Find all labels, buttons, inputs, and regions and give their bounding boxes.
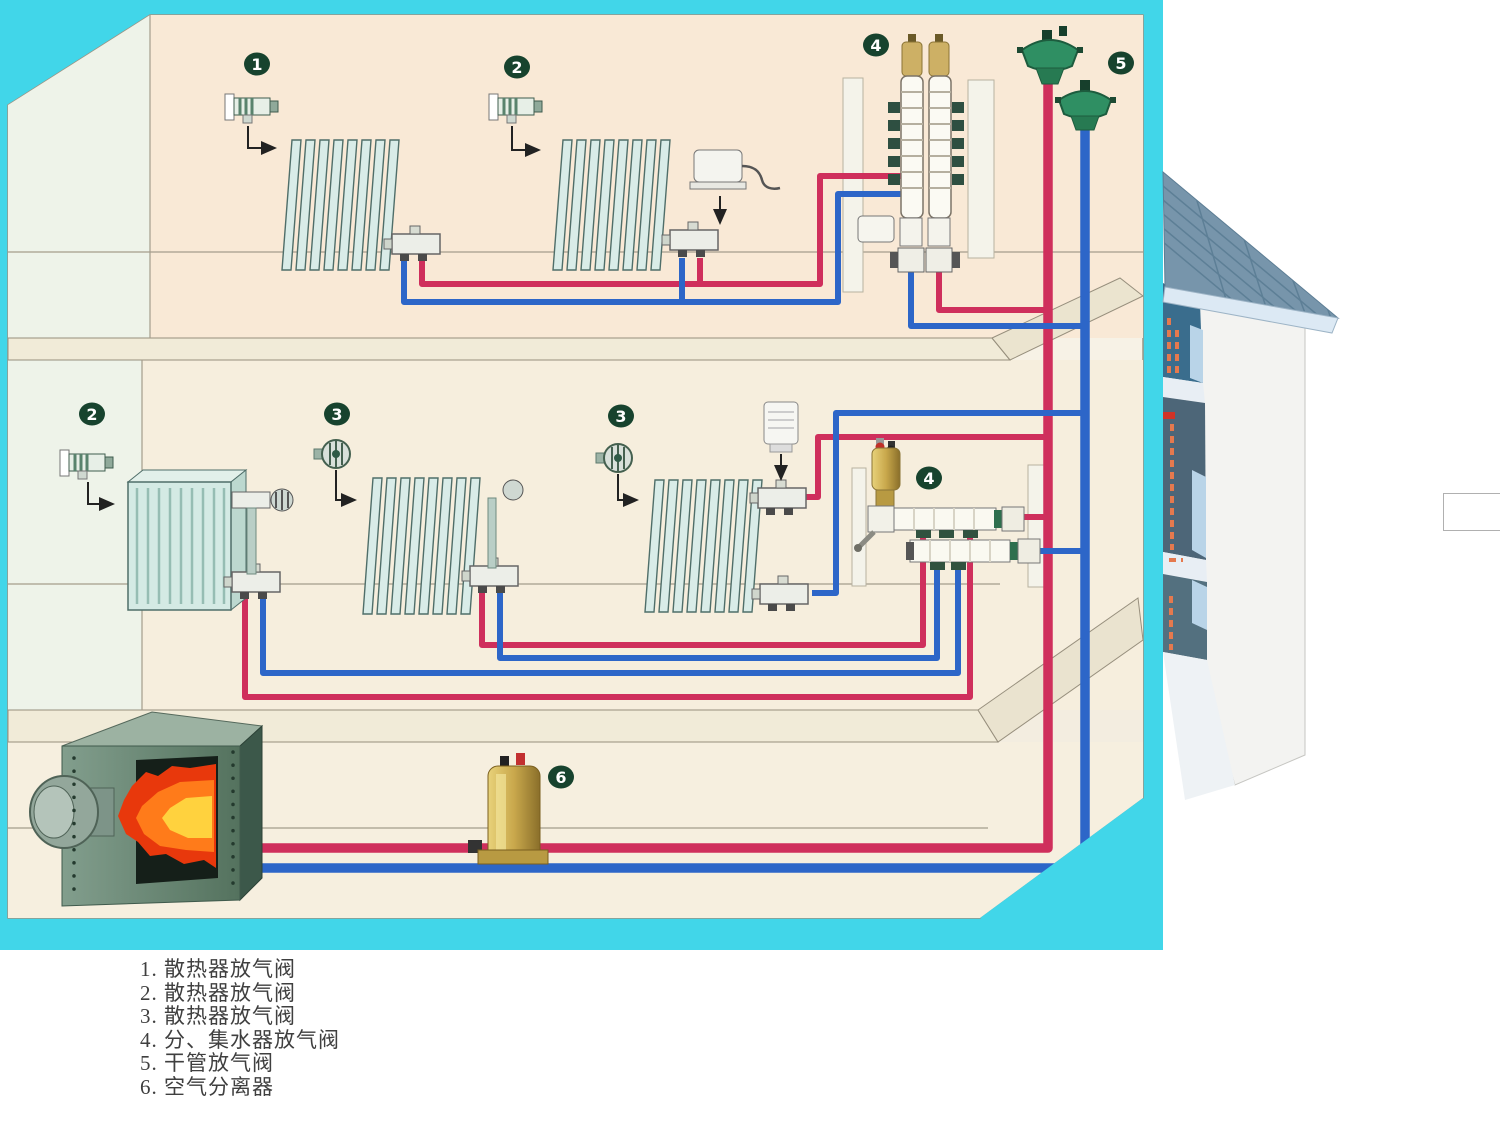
wall-niche-panel <box>842 77 864 293</box>
brass-air-vent-icon <box>901 41 923 77</box>
middle-floor-left-wall <box>8 360 142 722</box>
legend-item: 5. 干管放气阀 <box>140 1051 274 1075</box>
valve-actuator <box>689 149 781 190</box>
supply-manifold-bar <box>893 507 997 531</box>
legend-item: 3. 散热器放气阀 <box>140 1004 296 1028</box>
marker-badge: 4 <box>863 33 889 57</box>
radiator-valves <box>223 221 809 612</box>
legend-item: 4. 分、集水器放气阀 <box>140 1027 340 1052</box>
wall-niche-panel <box>967 79 995 259</box>
marker-badge: 2 <box>504 55 530 79</box>
legend-item: 6. 空气分离器 <box>140 1074 274 1099</box>
marker-badge: 6 <box>548 765 574 789</box>
main-pipe-air-valve <box>1055 80 1116 131</box>
brass-air-vent-icon <box>928 41 950 77</box>
marker-badge: 3 <box>324 402 350 426</box>
main-pipe-air-valve <box>1017 26 1083 85</box>
marker-badges: 1 2 4 5 2 3 3 4 6 <box>79 33 1134 789</box>
radiator-middle-3 <box>644 479 763 613</box>
marker-badge: 2 <box>79 402 105 426</box>
return-branch-middle <box>812 410 1085 596</box>
supply-branch-middle <box>806 434 1048 500</box>
basement-wall <box>8 742 1143 918</box>
marker-badge: 4 <box>916 466 942 490</box>
callout-arrows <box>87 126 788 511</box>
svg-text:5: 5 <box>1115 54 1126 73</box>
radiator-middle-panel <box>126 468 248 612</box>
radiator-middle-2 <box>362 477 481 615</box>
blank-placeholder-box <box>1443 493 1500 531</box>
house-cutaway <box>1162 170 1340 800</box>
radiator-top-1 <box>281 139 400 271</box>
pump-icon <box>857 215 895 243</box>
return-manifold-bar <box>909 539 1011 563</box>
boiler <box>29 711 264 907</box>
svg-text:3: 3 <box>615 407 626 426</box>
air-separator <box>468 753 549 865</box>
house-pipe-red-mark <box>1163 412 1175 419</box>
legend-item: 1. 散热器放气阀 <box>140 957 296 981</box>
house-heating-pipes <box>1167 318 1183 650</box>
svg-text:3: 3 <box>331 405 342 424</box>
svg-text:4: 4 <box>870 36 881 55</box>
marker-badge: 5 <box>1108 51 1134 75</box>
svg-text:4: 4 <box>923 469 934 488</box>
radiator-top-2 <box>552 139 671 271</box>
scan-corner-cut <box>980 798 1143 918</box>
manifold-middle-floor <box>854 438 1041 570</box>
svg-text:1: 1 <box>251 55 262 74</box>
wall-pillar <box>851 467 867 587</box>
marker-badge: 3 <box>608 404 634 428</box>
supply-pipe-top-floor <box>419 173 901 287</box>
house-fascia <box>1162 286 1339 334</box>
legend-item: 2. 散热器放气阀 <box>140 980 296 1005</box>
brass-air-vent-icon <box>871 447 901 491</box>
floor-slab-upper <box>7 337 1012 361</box>
manifold-top-floor <box>857 34 964 273</box>
top-floor-left-wall <box>8 15 150 347</box>
svg-text:6: 6 <box>555 768 566 787</box>
thermostatic-head <box>763 401 799 453</box>
svg-text:2: 2 <box>86 405 97 424</box>
marker-badge: 1 <box>244 52 270 76</box>
return-pipe-top-floor <box>401 191 901 305</box>
legend: 1. 散热器放气阀 2. 散热器放气阀 3. 散热器放气阀 4. 分、集水器放气… <box>140 957 340 1099</box>
svg-text:2: 2 <box>511 58 522 77</box>
